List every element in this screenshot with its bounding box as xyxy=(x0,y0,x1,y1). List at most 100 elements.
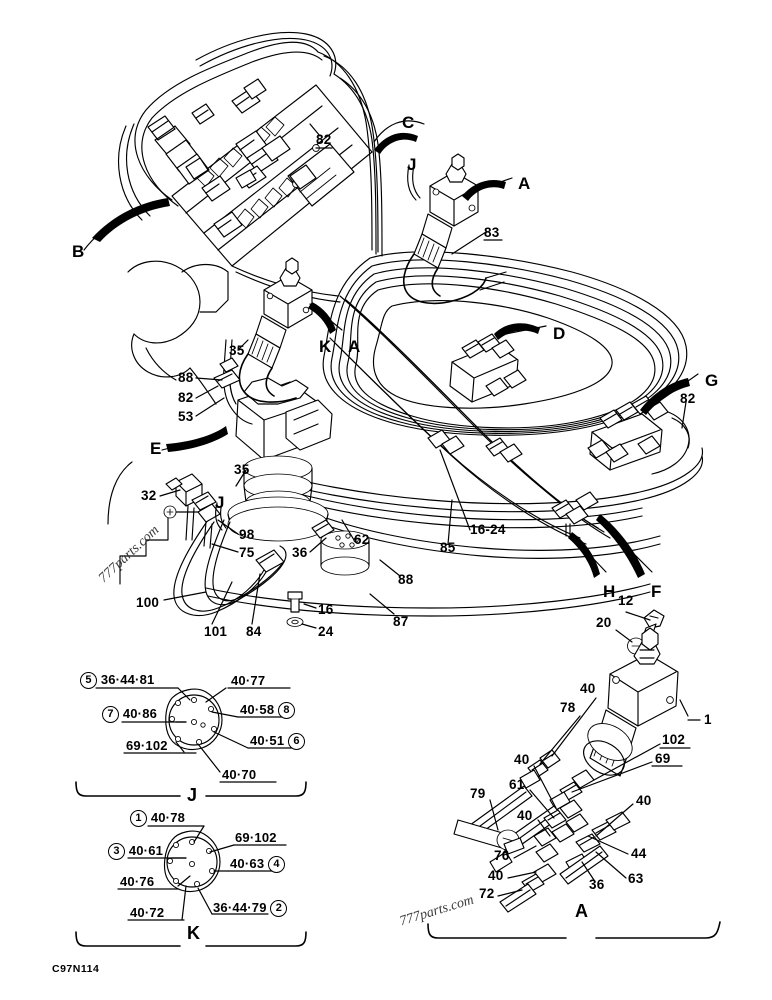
circled-number-6: 6 xyxy=(288,733,306,750)
detail-a-callout-40-a: 40 xyxy=(580,681,596,696)
section-letter-b: B xyxy=(72,242,85,261)
detail-a-callout-102: 102 xyxy=(662,732,686,747)
detail-k-label-3: 40·61 xyxy=(128,842,164,858)
callout-100: 100 xyxy=(136,595,160,610)
callout-82-top: 82 xyxy=(316,132,332,147)
callout-35-upper: 35 xyxy=(229,343,245,358)
drawing-code: C97N114 xyxy=(52,963,100,975)
section-letter-c: C xyxy=(402,113,415,132)
tube-53 xyxy=(213,339,253,425)
detail-a-callout-78: 78 xyxy=(560,700,576,715)
detail-k-label-2: 36·44·79 xyxy=(213,899,267,915)
detail-j-label-69102: 69·102 xyxy=(126,738,168,753)
section-letter-k-mid: K xyxy=(319,337,332,356)
detail-k-title: K xyxy=(187,923,201,943)
detail-a-callout-72: 72 xyxy=(479,886,495,901)
valve-32 xyxy=(163,473,221,549)
callout-35-lower: 35 xyxy=(234,462,250,477)
section-letter-d: D xyxy=(553,324,566,343)
callout-16: 16 xyxy=(318,602,334,617)
circled-number-2: 2 xyxy=(270,900,288,917)
callout-88-mid: 88 xyxy=(398,572,414,587)
detail-j-item-6: 40·51 6 xyxy=(250,732,306,750)
section-letter-j-top: J xyxy=(407,155,417,174)
section-letter-g: G xyxy=(705,371,719,390)
section-letter-f: F xyxy=(651,582,662,601)
detail-j-bracket xyxy=(75,781,307,797)
leader-lines-main xyxy=(159,123,687,629)
detail-j-label-6: 40·51 xyxy=(250,732,285,748)
callout-98: 98 xyxy=(239,527,255,542)
detail-k-label-4: 40·63 xyxy=(230,855,265,871)
callout-32: 32 xyxy=(141,488,157,503)
detail-j-label-4070: 40·70 xyxy=(222,767,257,782)
detail-k-item-4072: 40·72 xyxy=(130,906,164,919)
callout-36-main: 36 xyxy=(292,545,308,560)
detail-a-callout-20: 20 xyxy=(596,615,612,630)
detail-a-callout-63: 63 xyxy=(628,871,644,886)
detail-k-item-3: 3 40·61 xyxy=(108,843,163,860)
detail-k-label-4072: 40·72 xyxy=(130,905,165,920)
callout-84: 84 xyxy=(246,624,262,639)
circled-number-1: 1 xyxy=(130,810,147,827)
detail-a-exploded xyxy=(453,609,679,913)
valve-fittings-mid xyxy=(231,78,291,174)
callout-16-24: 16-24 xyxy=(470,522,506,537)
chassis-outline-lower xyxy=(181,263,229,313)
detail-k-bracket xyxy=(75,931,307,947)
callout-24: 24 xyxy=(318,624,334,639)
detail-j-label-7: 40·86 xyxy=(122,705,158,721)
detail-k-item-4: 40·63 4 xyxy=(230,855,286,873)
detail-a-callout-36: 36 xyxy=(589,877,605,892)
callout-83: 83 xyxy=(484,225,500,240)
detail-a-callout-12: 12 xyxy=(618,593,634,608)
detail-k-label-69102: 69·102 xyxy=(235,830,277,845)
detail-j-underlines xyxy=(95,687,293,783)
section-letter-h: H xyxy=(603,582,616,601)
circled-number-4: 4 xyxy=(268,856,286,873)
detail-k-item-1: 1 40·78 xyxy=(130,810,185,827)
callout-82-right: 82 xyxy=(680,391,696,406)
detail-a-callout-40-b: 40 xyxy=(514,752,530,767)
circled-number-7: 7 xyxy=(102,706,119,723)
chassis-outline-left xyxy=(107,260,217,585)
pump-k-mid xyxy=(238,257,313,403)
callout-62: 62 xyxy=(354,532,370,547)
detail-k-port-face xyxy=(163,830,221,893)
detail-a-callout-61: 61 xyxy=(509,777,525,792)
circled-number-3: 3 xyxy=(108,843,125,860)
leader-lines-detail-k xyxy=(171,825,235,921)
detail-k-item-69102: 69·102 xyxy=(235,831,277,844)
lower-fittings xyxy=(427,429,599,537)
section-letter-e: E xyxy=(150,439,162,458)
detail-j-port-face xyxy=(165,688,223,751)
callout-101: 101 xyxy=(204,624,228,639)
frame-inner-panel xyxy=(372,300,613,409)
control-valve-assembly xyxy=(147,78,373,267)
detail-a-bracket xyxy=(427,921,721,939)
section-letter-a-top: A xyxy=(518,174,531,193)
callout-53: 53 xyxy=(178,409,194,424)
bolt-16-washer-24 xyxy=(286,591,304,627)
tube-clamp-84 xyxy=(255,549,285,573)
accumulator-62 xyxy=(311,519,370,576)
pump-a-top xyxy=(402,153,507,305)
leader-lines-detail-a xyxy=(489,611,689,897)
detail-a-callout-69: 69 xyxy=(655,751,671,766)
detail-a-callout-40-d: 40 xyxy=(636,793,652,808)
circled-number-8: 8 xyxy=(278,702,296,719)
center-valve-block xyxy=(449,333,527,403)
callout-82-left: 82 xyxy=(178,390,194,405)
callout-underlines-main xyxy=(315,147,503,241)
detail-j-item-69102: 69·102 xyxy=(126,739,168,752)
detail-a-callout-76: 76 xyxy=(494,848,510,863)
detail-a-underlines xyxy=(651,719,701,767)
detail-a-callout-40-c: 40 xyxy=(517,808,533,823)
circled-number-5: 5 xyxy=(80,672,97,689)
detail-j-item-5: 5 36·44·81 xyxy=(80,672,154,689)
callout-87: 87 xyxy=(393,614,409,629)
detail-j-item-7: 7 40·86 xyxy=(102,706,157,723)
right-valve-cluster xyxy=(587,395,690,475)
